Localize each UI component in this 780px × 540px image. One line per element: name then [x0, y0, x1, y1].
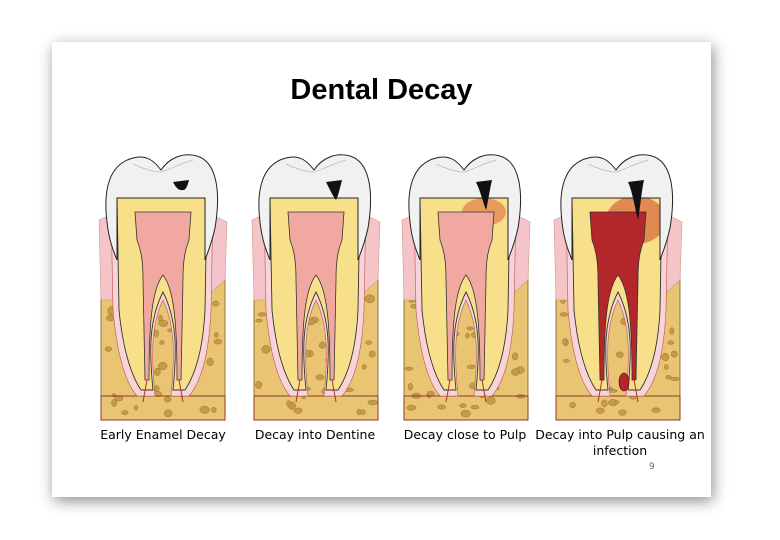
decay-cavity [173, 180, 189, 191]
decay-cavity [628, 180, 644, 220]
tooth-illustration-decay-close-to-pulp [401, 154, 531, 421]
caption-decay-into-dentine: Decay into Dentine [254, 427, 376, 442]
slide: Dental Decay [52, 42, 711, 497]
decay-cavity [326, 180, 342, 200]
caption-decay-close-to-pulp: Decay close to Pulp [403, 427, 527, 442]
tooth-illustration-decay-into-pulp [553, 154, 683, 421]
tooth-illustration-early-enamel-decay [98, 154, 228, 421]
caption-decay-into-pulp: Decay into Pulp causing an infection [535, 427, 705, 458]
slide-title: Dental Decay [290, 74, 473, 106]
caption-early-enamel-decay: Early Enamel Decay [100, 427, 226, 442]
decay-cavity [476, 180, 492, 210]
tooth-illustration-decay-into-dentine [251, 154, 381, 421]
page-number: 9 [649, 462, 655, 472]
